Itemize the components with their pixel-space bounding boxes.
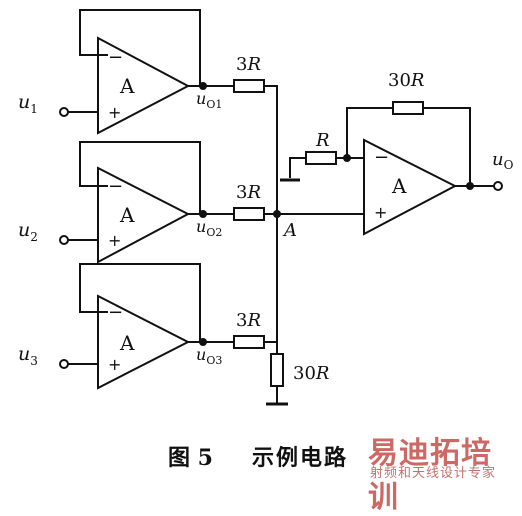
input-r-ground-wire (289, 157, 306, 178)
input-3-label: u3 (18, 343, 38, 368)
uo1-label: uO1 (196, 89, 222, 111)
opamp-2-minus: − (108, 176, 123, 197)
resistor-3r-3 (233, 335, 265, 349)
opamp-4-triangle (363, 138, 458, 236)
resistor-3r-2 (233, 207, 265, 221)
node-output-dot (466, 182, 474, 190)
input-2-terminal (59, 235, 69, 245)
buffer-stage-2: − + A u2 uO2 (18, 141, 234, 264)
resistor-3r-1-label: 3R (236, 54, 261, 75)
opamp-1-triangle (97, 36, 191, 135)
input-1-terminal (59, 107, 69, 117)
input-3-terminal (59, 359, 69, 369)
summing-network: 3R 3R 3R A 30R (233, 54, 370, 406)
watermark-tagline: 射频和天线设计专家 (370, 466, 497, 481)
opamp-4-plus: + (374, 203, 387, 222)
resistor-r (305, 151, 337, 165)
resistor-30r-shunt-label: 30R (293, 363, 329, 384)
opamp-2-triangle (97, 166, 191, 264)
output-terminal (493, 181, 503, 191)
feedback-left-wire (346, 107, 393, 158)
buffer-stage-3: − + A u3 uO3 (18, 263, 234, 390)
figure-title: 示例电路 (252, 445, 349, 471)
node-uo2-dot (199, 210, 207, 218)
resistor-3r-1 (233, 79, 265, 93)
node-a-dot (273, 210, 281, 218)
opamp-3-feedback-wire (79, 263, 201, 342)
opamp-1-plus: + (108, 103, 121, 122)
opamp-3-triangle (97, 294, 191, 390)
opamp-1-minus: − (108, 47, 123, 68)
resistor-30r-feedback (392, 101, 424, 115)
resistor-r-label: R (315, 130, 330, 151)
opamp-4-minus: − (374, 147, 389, 168)
node-uo3-dot (199, 338, 207, 346)
feedback-right-wire (423, 107, 471, 186)
uo3-label: uO3 (196, 345, 222, 367)
node-a-label: A (282, 220, 297, 241)
input-1-label: u1 (18, 91, 38, 116)
opamp-4-label: A (391, 174, 407, 198)
uo2-label: uO2 (196, 217, 222, 239)
buffer-stage-1: − + A u1 uO1 (18, 9, 234, 135)
opamp-3-minus: − (108, 302, 123, 323)
resistor-30r-shunt (270, 353, 284, 387)
figure-number: 图 5 (168, 445, 213, 471)
output-amplifier: − + A R 30R uO (280, 70, 514, 236)
figure-caption: 图 5 示例电路 (0, 440, 522, 471)
opamp-2-plus: + (108, 231, 121, 250)
output-label: uO (492, 149, 514, 172)
opamp-3-label: A (119, 331, 135, 355)
opamp-3-plus: + (108, 355, 121, 374)
opamp-1-label: A (119, 74, 135, 98)
opamp-2-label: A (119, 203, 135, 227)
resistor-3r-3-label: 3R (236, 310, 261, 331)
opamp-2-feedback-wire (79, 141, 201, 214)
input-2-label: u2 (18, 219, 38, 244)
node-uo1-dot (199, 82, 207, 90)
opamp-1-feedback-wire (79, 9, 201, 86)
resistor-30r-feedback-label: 30R (388, 70, 424, 91)
summing-bus-wire (264, 85, 278, 354)
resistor-3r-2-label: 3R (236, 182, 261, 203)
circuit-diagram: − + A u1 uO1 − + A u2 uO2 − + A u3 uO3 (18, 9, 514, 406)
